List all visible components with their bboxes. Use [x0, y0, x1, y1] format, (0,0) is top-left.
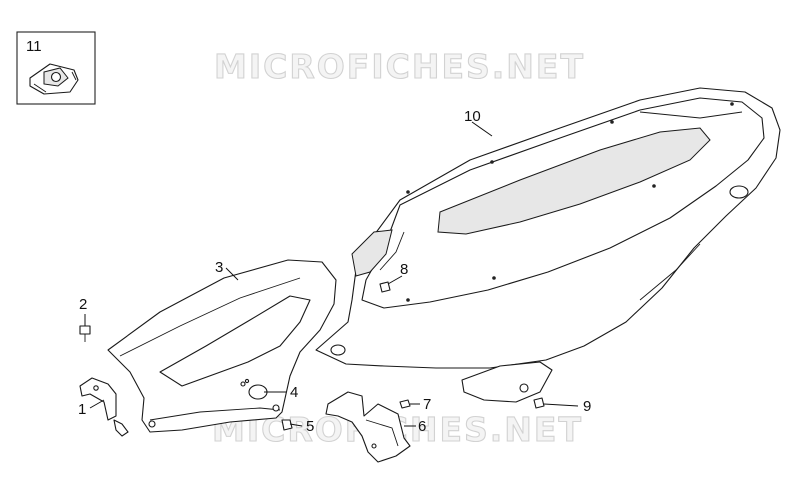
callout-6: 6: [418, 418, 426, 435]
clip-nut-icon: [29, 63, 79, 95]
callout-3: 3: [215, 259, 223, 276]
watermark-top: MICROFICHES.NET: [214, 47, 585, 86]
inset-label: 11: [26, 38, 42, 55]
part-3-side-panel: [107, 259, 337, 433]
part-4-cap-icon: [244, 378, 268, 400]
part-8-screw-icon: [379, 281, 391, 293]
callout-1: 1: [78, 401, 86, 418]
part-5-screw-icon: [281, 419, 293, 431]
part-7-screw-icon: [399, 399, 411, 409]
part-2-screw-icon: [79, 325, 91, 342]
callout-8: 8: [400, 261, 408, 278]
leader-lines: [84, 121, 579, 427]
callout-9: 9: [583, 398, 591, 415]
part-10-rear-body: [315, 87, 781, 403]
callout-4: 4: [290, 384, 298, 401]
part-1-bracket: [79, 377, 117, 421]
callout-10: 10: [464, 108, 481, 125]
callout-5: 5: [306, 418, 314, 435]
callout-7: 7: [423, 396, 431, 413]
part-6-support-bracket: [325, 391, 411, 463]
callout-2: 2: [79, 296, 87, 313]
inset-box-part-11: 11: [16, 31, 96, 105]
part-1-bolt-icon: [113, 419, 129, 437]
part-9-screw-icon: [533, 397, 545, 409]
